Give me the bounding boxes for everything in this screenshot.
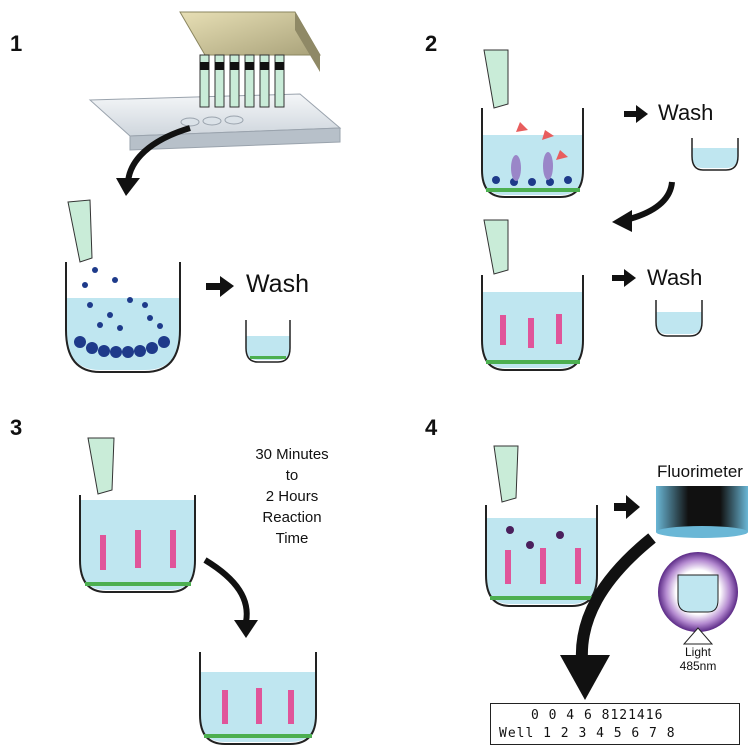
light-triangle-icon <box>682 627 714 645</box>
arrowhead-step2-icon <box>612 210 632 232</box>
step-number-4: 4 <box>425 415 438 440</box>
pipette-tip-step2a <box>483 49 509 109</box>
light-label: Light 485nm <box>672 645 724 673</box>
step-number-3: 3 <box>10 415 23 440</box>
pipette-tip-step4 <box>493 445 519 503</box>
arrowhead-step3-icon <box>234 620 258 638</box>
reaction-time-line-5: Time <box>275 530 309 547</box>
step-number-1: 1 <box>10 31 23 56</box>
well-step3 <box>79 495 196 593</box>
pipette-tip-step1 <box>67 199 93 263</box>
wash-label-step2b: Wash <box>647 265 703 290</box>
readout-well-row: Well 1 2 3 4 5 6 7 8 <box>499 726 676 741</box>
arrow-right-fluorimeter <box>614 495 640 519</box>
curved-arrow-step2-icon <box>625 181 675 223</box>
curved-arrow-step3-icon <box>203 557 250 623</box>
pipette-tip-step3 <box>87 437 115 495</box>
small-well-step2b <box>655 300 703 337</box>
wash-label-step2a: Wash <box>658 100 714 125</box>
light-label-line-1: Light <box>684 645 712 659</box>
readout-values-row: 0 0 4 6 8121416 <box>531 708 664 723</box>
arrow-right-wash3 <box>612 269 636 287</box>
small-well-step1 <box>245 320 291 363</box>
reaction-time-line-1: 30 Minutes <box>255 446 329 463</box>
readout-display: 0 0 4 6 8121416 Well 1 2 3 4 5 6 7 8 <box>490 703 740 745</box>
reaction-time-line-4: Reaction <box>262 509 322 526</box>
arrowhead-icon <box>116 178 140 196</box>
well-step4 <box>485 505 598 607</box>
well-step2b <box>481 275 584 371</box>
small-well-step2a <box>691 138 739 171</box>
arrow-right-wash2 <box>624 105 648 123</box>
arrowhead-step4-icon <box>560 655 610 700</box>
curved-arrow-step4-icon <box>575 533 656 661</box>
fluorimeter <box>656 486 748 538</box>
well-step2a <box>481 108 584 198</box>
glowing-well <box>658 552 738 632</box>
wash-label-step1: Wash <box>246 270 309 298</box>
fluorimeter-label: Fluorimeter <box>657 462 743 481</box>
light-label-line-2: 485nm <box>679 659 717 673</box>
reaction-time-line-2: to <box>285 467 299 484</box>
step-number-2: 2 <box>425 31 438 56</box>
arrow-right-wash1 <box>206 276 234 297</box>
well-step3-result <box>199 652 317 745</box>
reaction-time-label: 30 Minutes to 2 Hours Reaction Time <box>236 444 348 549</box>
pipette-tip-step2b <box>483 219 509 275</box>
reaction-time-line-3: 2 Hours <box>265 488 319 505</box>
multichannel-pipette <box>179 11 321 108</box>
well-step1 <box>65 262 181 373</box>
curved-arrow-icon <box>125 125 191 183</box>
